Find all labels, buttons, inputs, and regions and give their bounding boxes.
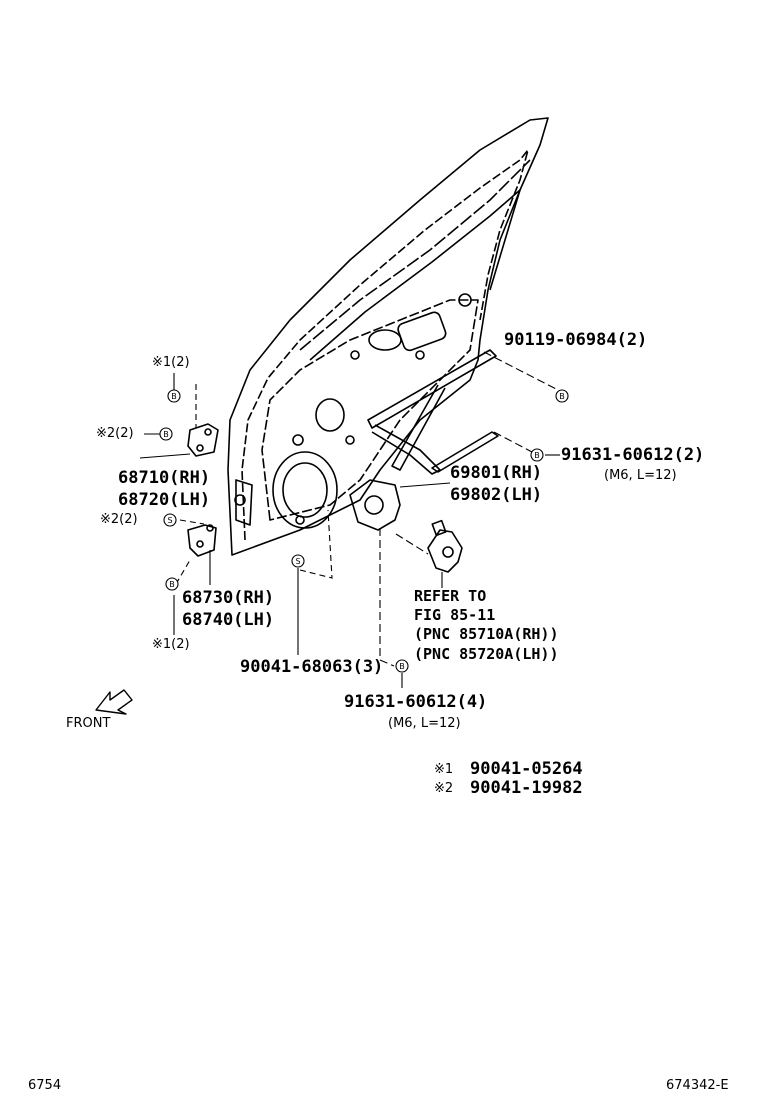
front-arrow-icon	[95, 689, 133, 715]
regulator-motor-assembly	[349, 479, 401, 531]
symbol-s-circle	[163, 513, 177, 527]
callout-x2-mid: ※2(2)	[100, 512, 138, 527]
callout-x2-top: ※2(2)	[96, 426, 134, 441]
callout-68740: 68740(LH)	[182, 610, 275, 630]
symbol-b-circle	[159, 427, 173, 441]
symbol-s-circle	[291, 554, 305, 568]
footer-left-code: 6754	[28, 1078, 62, 1093]
callout-69801: 69801(RH)	[450, 463, 543, 483]
upper-hinge	[187, 423, 219, 457]
legend-row2-part: 90041-19982	[470, 778, 583, 798]
window-channel-inner	[309, 189, 521, 361]
symbol-b-letter: B	[559, 392, 565, 401]
symbol-s-letter: S	[167, 516, 172, 525]
window-channel	[299, 159, 531, 351]
callout-91631-bot-spec: (M6, L=12)	[388, 716, 461, 731]
symbol-b-circle	[165, 577, 179, 591]
symbol-b-letter: B	[534, 451, 540, 460]
speaker-hole-inner	[282, 462, 328, 518]
refer-line-2: FIG 85-11	[414, 606, 496, 624]
callout-90041: 90041-68063(3)	[240, 657, 384, 677]
footer-right-code: 674342-E	[666, 1078, 729, 1093]
callout-91631-bot: 91631-60612(4)	[344, 692, 488, 712]
window-regulator-rail-bottom	[431, 431, 499, 473]
callout-68710: 68710(RH)	[118, 468, 211, 488]
callout-90119: 90119-06984(2)	[504, 330, 648, 350]
lower-hinge	[187, 524, 217, 557]
callout-91631-top: 91631-60612(2)	[561, 445, 705, 465]
door-inner-frame	[241, 149, 529, 541]
symbol-b-circle	[395, 659, 409, 673]
symbol-b-circle	[555, 389, 569, 403]
callout-x1-bot: ※1(2)	[152, 637, 190, 652]
callout-91631-top-spec: (M6, L=12)	[604, 468, 677, 483]
refer-line-3: (PNC 85710A(RH))	[414, 625, 559, 643]
symbol-b-circle	[167, 389, 181, 403]
door-outer-frame	[227, 117, 549, 556]
symbol-b-letter: B	[171, 392, 177, 401]
speaker-hole	[272, 451, 338, 529]
callout-68730: 68730(RH)	[182, 588, 275, 608]
symbol-b-letter: B	[399, 662, 405, 671]
window-regulator-rail-top	[367, 349, 497, 429]
callout-68720: 68720(LH)	[118, 490, 211, 510]
window-motor	[427, 529, 463, 573]
refer-line-4: (PNC 85720A(LH))	[414, 645, 559, 663]
inner-panel	[261, 299, 479, 521]
symbol-s-letter: S	[295, 557, 300, 566]
regulator-arm-2	[391, 384, 446, 471]
legend-row2-mark: ※2	[434, 781, 454, 796]
legend-row1-mark: ※1	[434, 762, 454, 777]
symbol-b-letter: B	[163, 430, 169, 439]
front-label: FRONT	[66, 716, 111, 731]
callout-69802: 69802(LH)	[450, 485, 543, 505]
symbol-b-circle	[530, 448, 544, 462]
symbol-b-letter: B	[169, 580, 175, 589]
callout-x1-top: ※1(2)	[152, 355, 190, 370]
legend-row1-part: 90041-05264	[470, 759, 583, 779]
refer-line-1: REFER TO	[414, 587, 487, 605]
